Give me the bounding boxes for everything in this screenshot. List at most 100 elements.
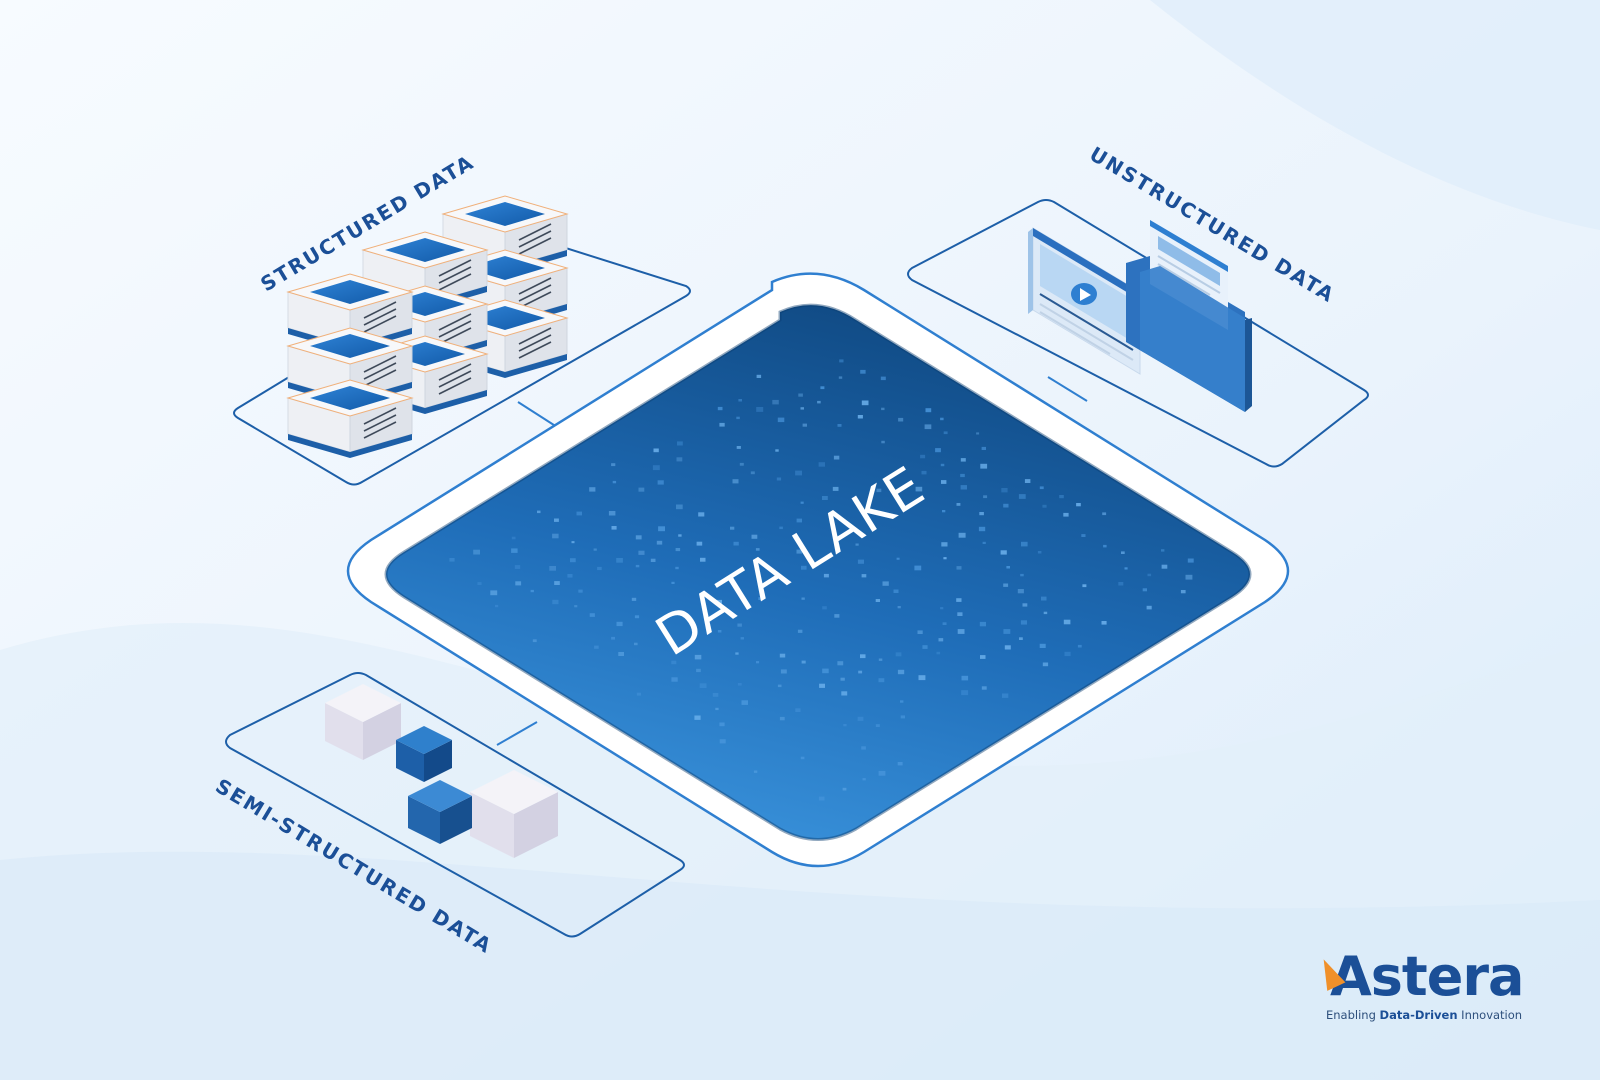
pixel-dot xyxy=(1064,651,1071,657)
pixel-dot xyxy=(616,621,623,627)
pixel-dot xyxy=(981,686,987,690)
pixel-dot xyxy=(843,724,847,727)
pixel-dot xyxy=(942,510,946,513)
pixel-dot xyxy=(736,416,740,420)
pixel-dot xyxy=(1124,567,1128,570)
pixel-dot xyxy=(978,526,986,532)
pixel-dot xyxy=(611,463,616,467)
pixel-dot xyxy=(956,598,962,602)
pixel-dot xyxy=(779,653,786,658)
pixel-dot xyxy=(735,652,739,655)
pixel-dot xyxy=(862,778,866,781)
pixel-dot xyxy=(700,557,706,562)
pixel-dot xyxy=(589,613,595,617)
pixel-dot xyxy=(857,559,864,564)
pixel-dot xyxy=(636,692,641,696)
pixel-dot xyxy=(878,658,883,661)
pixel-dot xyxy=(875,724,880,727)
pixel-dot xyxy=(696,541,703,546)
pixel-dot xyxy=(956,566,962,570)
pixel-dot xyxy=(719,722,725,727)
pixel-dot xyxy=(751,534,758,539)
pixel-dot xyxy=(820,386,825,390)
pixel-dot xyxy=(861,746,866,750)
pixel-dot xyxy=(635,535,642,540)
pixel-dot xyxy=(900,715,905,719)
pixel-dot xyxy=(796,518,802,523)
pixel-dot xyxy=(1017,589,1024,594)
pixel-dot xyxy=(1019,637,1023,640)
pixel-dot xyxy=(719,422,725,427)
pixel-dot xyxy=(699,683,707,688)
pixel-dot xyxy=(756,661,760,664)
pixel-dot xyxy=(1002,693,1009,698)
pixel-dot xyxy=(653,448,659,453)
background-wave xyxy=(0,851,1600,1080)
pixel-dot xyxy=(737,623,742,627)
pixel-dot xyxy=(822,496,828,500)
pixel-dot xyxy=(861,400,869,406)
pixel-dot xyxy=(554,518,559,522)
pixel-dot xyxy=(1039,486,1044,490)
pixel-dot xyxy=(612,480,617,484)
pixel-dot xyxy=(1180,590,1186,594)
pixel-dot xyxy=(1006,566,1010,569)
pixel-dot xyxy=(938,638,944,642)
unstructured-data-group: UNSTRUCTURED DATA xyxy=(907,142,1369,468)
unstructured-data-panel xyxy=(907,199,1369,468)
structured-data-group: STRUCTURED DATA xyxy=(233,150,691,486)
pixel-dot xyxy=(861,574,867,578)
pixel-dot xyxy=(941,542,948,547)
pixel-dot xyxy=(935,448,941,453)
pixel-dot xyxy=(943,557,947,560)
pixel-dot xyxy=(980,463,988,469)
data-lake-inner-edge xyxy=(384,303,1252,841)
pixel-dot xyxy=(957,612,963,616)
pixel-dot xyxy=(842,787,847,791)
pixel-dot xyxy=(957,629,965,634)
pixel-dot xyxy=(941,480,947,484)
pixel-dot xyxy=(880,376,886,381)
pixel-dot xyxy=(732,479,739,484)
pixel-dot xyxy=(730,526,735,530)
pixel-dot xyxy=(755,548,760,551)
pixel-dot xyxy=(900,700,904,703)
pixel-dot xyxy=(567,574,573,578)
pixel-dot xyxy=(839,359,844,363)
pixel-dot xyxy=(537,510,541,514)
pixel-dot xyxy=(739,462,744,466)
pixel-dot xyxy=(1161,564,1168,569)
cube xyxy=(408,780,472,844)
pixel-dot xyxy=(593,548,597,551)
pixel-dot xyxy=(589,487,596,492)
pixel-dot xyxy=(779,526,783,530)
data-lake-pixels xyxy=(449,359,1194,801)
pixel-dot xyxy=(477,582,482,585)
brand-name: Astera xyxy=(1314,950,1536,1004)
pixel-dot xyxy=(756,374,762,378)
pixel-dot xyxy=(532,639,537,643)
pixel-dot xyxy=(801,565,807,570)
pixel-dot xyxy=(1118,582,1124,586)
background-wave xyxy=(1150,0,1600,230)
semi-structured-data-panel xyxy=(225,672,685,938)
pixel-dot xyxy=(802,423,807,427)
server-stack-icon xyxy=(286,195,569,458)
pixel-dot xyxy=(750,471,755,475)
pixel-dot xyxy=(495,604,499,608)
pixel-dot xyxy=(676,457,683,462)
pixel-dot xyxy=(635,564,640,568)
pixel-dot xyxy=(717,406,723,411)
pixel-dot xyxy=(772,399,779,405)
pixel-dot xyxy=(1041,596,1047,601)
pixel-dot xyxy=(897,669,905,675)
pixel-dot xyxy=(634,642,638,646)
cube xyxy=(325,684,401,760)
pixel-dot xyxy=(552,599,559,605)
pixel-dot xyxy=(473,549,480,555)
pixel-dot xyxy=(652,465,660,471)
pixel-dot xyxy=(779,716,785,721)
pixel-dot xyxy=(943,431,948,435)
pixel-dot xyxy=(611,636,615,640)
